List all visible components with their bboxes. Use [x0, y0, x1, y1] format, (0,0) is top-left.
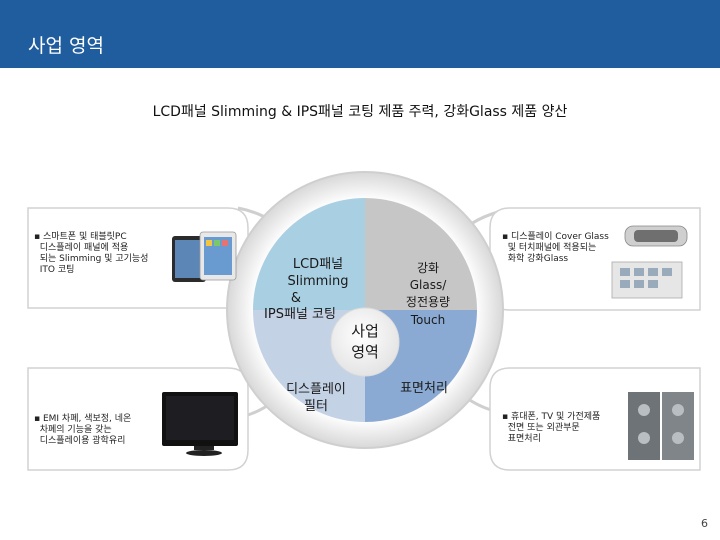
quadrant-label-top-left-4: IPS패널 코팅 — [264, 307, 336, 322]
tv-image — [162, 392, 238, 456]
quadrant-label-top-left-1: LCD패널 — [293, 257, 343, 272]
desc-line: 및 터치패널에 적용되는 — [507, 243, 597, 253]
center-label-2: 영역 — [351, 343, 379, 361]
desc-line: EMI 차폐, 색보정, 네온 — [42, 414, 132, 424]
desc-line: 표면처리 — [507, 434, 541, 444]
quadrant-top-left — [253, 198, 365, 310]
touch-panel-image — [611, 261, 683, 299]
header-bar: 사업 영역 — [0, 0, 720, 68]
center-label-1: 사업 — [351, 322, 379, 340]
description-top-left: 스마트폰 및 태블릿PC 디스플레이 패널에 적용 되는 Slimming 및 … — [34, 232, 174, 276]
tablet-image — [172, 231, 237, 282]
page-number: 6 — [701, 517, 708, 530]
quadrant-label-bottom-right: 표면처리 — [400, 381, 448, 396]
desc-line: 전면 또는 외관부문 — [507, 423, 580, 433]
phone-image — [624, 225, 688, 247]
description-bottom-left: EMI 차폐, 색보정, 네온 차폐의 기능을 갖는 디스플레이용 광학유리 — [34, 414, 164, 447]
quadrant-label-top-left-3: & — [291, 291, 301, 306]
description-bottom-right: 휴대폰, TV 및 가전제품 전면 또는 외관부문 표면처리 — [502, 412, 622, 445]
desc-line: 디스플레이 Cover Glass — [510, 232, 609, 242]
desc-line: 휴대폰, TV 및 가전제품 — [510, 412, 601, 422]
desc-line: 되는 Slimming 및 고기능성 — [39, 254, 149, 264]
desc-line: 스마트폰 및 태블릿PC — [42, 232, 127, 242]
description-top-right: 디스플레이 Cover Glass 및 터치패널에 적용되는 화학 강화Glas… — [502, 232, 622, 265]
quadrant-label-top-right-1: 강화 — [417, 261, 439, 275]
desc-line: 차폐의 기능을 갖는 — [39, 425, 112, 435]
desc-line: 디스플레이용 광학유리 — [39, 436, 126, 446]
quadrant-label-bottom-left-1: 디스플레이 — [286, 382, 346, 397]
desc-line: ITO 코팅 — [39, 265, 75, 275]
quadrant-label-top-right-3: 정전용량 — [406, 295, 450, 309]
quadrant-label-top-right-2: Glass/ — [410, 278, 447, 292]
desc-line: 화학 강화Glass — [507, 254, 569, 264]
headline: LCD패널 Slimming & IPS패널 코팅 제품 주력, 강화Glass… — [152, 104, 568, 120]
appliance-panel-image — [628, 392, 694, 460]
page-title: 사업 영역 — [28, 35, 104, 57]
desc-line: 디스플레이 패널에 적용 — [39, 243, 129, 253]
quadrant-label-top-left-2: Slimming — [288, 274, 349, 289]
center-disc — [330, 307, 400, 377]
quadrant-label-top-right-4: Touch — [410, 313, 445, 327]
quadrant-label-bottom-left-2: 필터 — [304, 399, 328, 414]
quadrant-top-right — [365, 198, 477, 310]
